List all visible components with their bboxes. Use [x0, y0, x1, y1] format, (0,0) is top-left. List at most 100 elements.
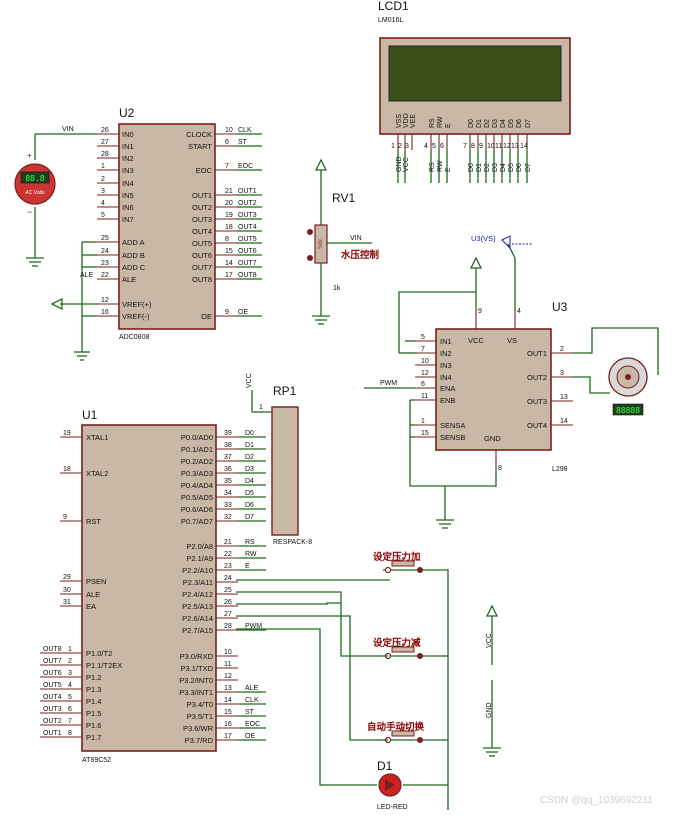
pin-number: 20: [225, 200, 233, 207]
pin-name: OE: [201, 312, 212, 321]
pin-name: P3.7/RD: [185, 736, 214, 745]
l298-pwm-net: PWM: [380, 380, 397, 387]
push-button-3[interactable]: 自动手动切换: [367, 721, 428, 744]
pin-name: VCC: [468, 336, 484, 345]
pin-name: P0.5/AD5: [181, 493, 213, 502]
l298-ref: U3: [552, 300, 568, 314]
rp-body: [271, 406, 299, 536]
pin-number: 5: [421, 334, 425, 341]
push-button-1[interactable]: 设定压力加: [373, 551, 428, 574]
ground-symbol: [26, 257, 44, 267]
led[interactable]: D1 LED-RED: [377, 759, 408, 811]
net-label: OUT7: [238, 260, 257, 267]
pin-name: D7: [525, 119, 532, 128]
net-label: GND: [396, 156, 403, 172]
pin-name: P3.3/INT1: [179, 688, 213, 697]
watermark: CSDN @qq_1039692211: [540, 795, 653, 806]
pin-name: P1.7: [86, 733, 101, 742]
pin-number: 22: [101, 272, 109, 279]
pin-number: 14: [560, 418, 568, 425]
lcd-ref: LCD1: [378, 0, 409, 13]
pin-number: 38: [224, 442, 232, 449]
pin-number: 12: [224, 673, 232, 680]
pin-number: 27: [224, 611, 232, 618]
potentiometer[interactable]: RV1 30% VIN 水压控制 1k: [307, 158, 380, 325]
pin-number: 17: [225, 272, 233, 279]
pot-label: 水压控制: [341, 249, 380, 261]
pin-number: 2: [398, 143, 402, 150]
pin-number: 23: [224, 563, 232, 570]
pin-name: ADD A: [122, 238, 145, 247]
pin-name: RST: [86, 517, 101, 526]
voltmeter[interactable]: 88.8 AC Volts + − VIN: [14, 126, 97, 267]
pin-name: P0.1/AD1: [181, 445, 213, 454]
pin-name: OUT4: [192, 227, 212, 236]
pin-number: 29: [63, 574, 71, 581]
pin-number: 15: [224, 709, 232, 716]
adc-chip[interactable]: U2 ADC0808 IN026IN127IN228IN31IN42IN53IN…: [97, 106, 262, 341]
pin-number: 16: [101, 309, 109, 316]
pin-name: ADD B: [122, 251, 145, 260]
pin-number: 11: [224, 661, 231, 668]
pin-number: 6: [225, 139, 229, 146]
adc-part: ADC0808: [119, 334, 149, 341]
pin-number: 28: [101, 151, 109, 158]
net-label: OUT4: [238, 224, 257, 231]
resistor-pack[interactable]: RP1 RESPACK-8 VCC 1: [246, 373, 312, 546]
pin-name: P1.4: [86, 697, 101, 706]
pin-name: IN1: [440, 337, 452, 346]
pin-name: IN3: [122, 166, 134, 175]
net-label: OUT8: [43, 646, 62, 653]
net-label: D1: [245, 442, 254, 449]
mcu-chip[interactable]: U1 AT89C52 XTAL119XTAL218RST9PSEN29ALE30…: [40, 408, 266, 764]
pot-pin-dot-b: [307, 255, 313, 261]
pin-name: P3.4/T0: [187, 700, 213, 709]
pin-name: P2.2/A10: [182, 566, 213, 575]
pin-number: 5: [101, 212, 105, 219]
pin-add-c: ADD C23: [97, 260, 146, 272]
pin-name: VREF(-): [122, 312, 150, 321]
dc-motor[interactable]: 88888: [608, 357, 648, 416]
pin-number: 12: [421, 370, 429, 377]
voltmeter-reading: 88.8: [25, 174, 44, 183]
pin-number: 8: [471, 143, 475, 150]
pin-name: SENSB: [440, 433, 465, 442]
pin-number: 9: [478, 308, 482, 315]
pin-in1: IN1 5: [415, 334, 452, 346]
lcd-module[interactable]: LCD1 LM016L VSS1GNDVDD2VCCVEE3RS4RSRW5RW…: [378, 0, 571, 183]
lcd-part: LM016L: [378, 17, 403, 24]
net-label: PWM: [245, 623, 262, 630]
pin-number: 7: [225, 163, 229, 170]
pin-number: 6: [421, 381, 425, 388]
pin-add-b: ADD B24: [97, 248, 145, 260]
pin-name: P1.2: [86, 673, 101, 682]
net-label: D3: [245, 466, 254, 473]
pin-number: 18: [63, 466, 71, 473]
push-button-2[interactable]: 设定压力减: [373, 637, 428, 660]
net-label: OE: [245, 733, 255, 740]
net-label: D2: [245, 454, 254, 461]
pin-number: 23: [101, 260, 109, 267]
net-label: OUT5: [43, 682, 62, 689]
pin-number: 25: [224, 587, 232, 594]
pin-name: P2.3/A11: [183, 578, 213, 587]
pin-name: OUT3: [192, 215, 212, 224]
net-label: D5: [508, 163, 515, 172]
l298-driver[interactable]: U3 L298 IN15IN27IN310IN412ENA6ENB11SENSA…: [415, 300, 573, 473]
pin-number: 1: [421, 418, 425, 425]
